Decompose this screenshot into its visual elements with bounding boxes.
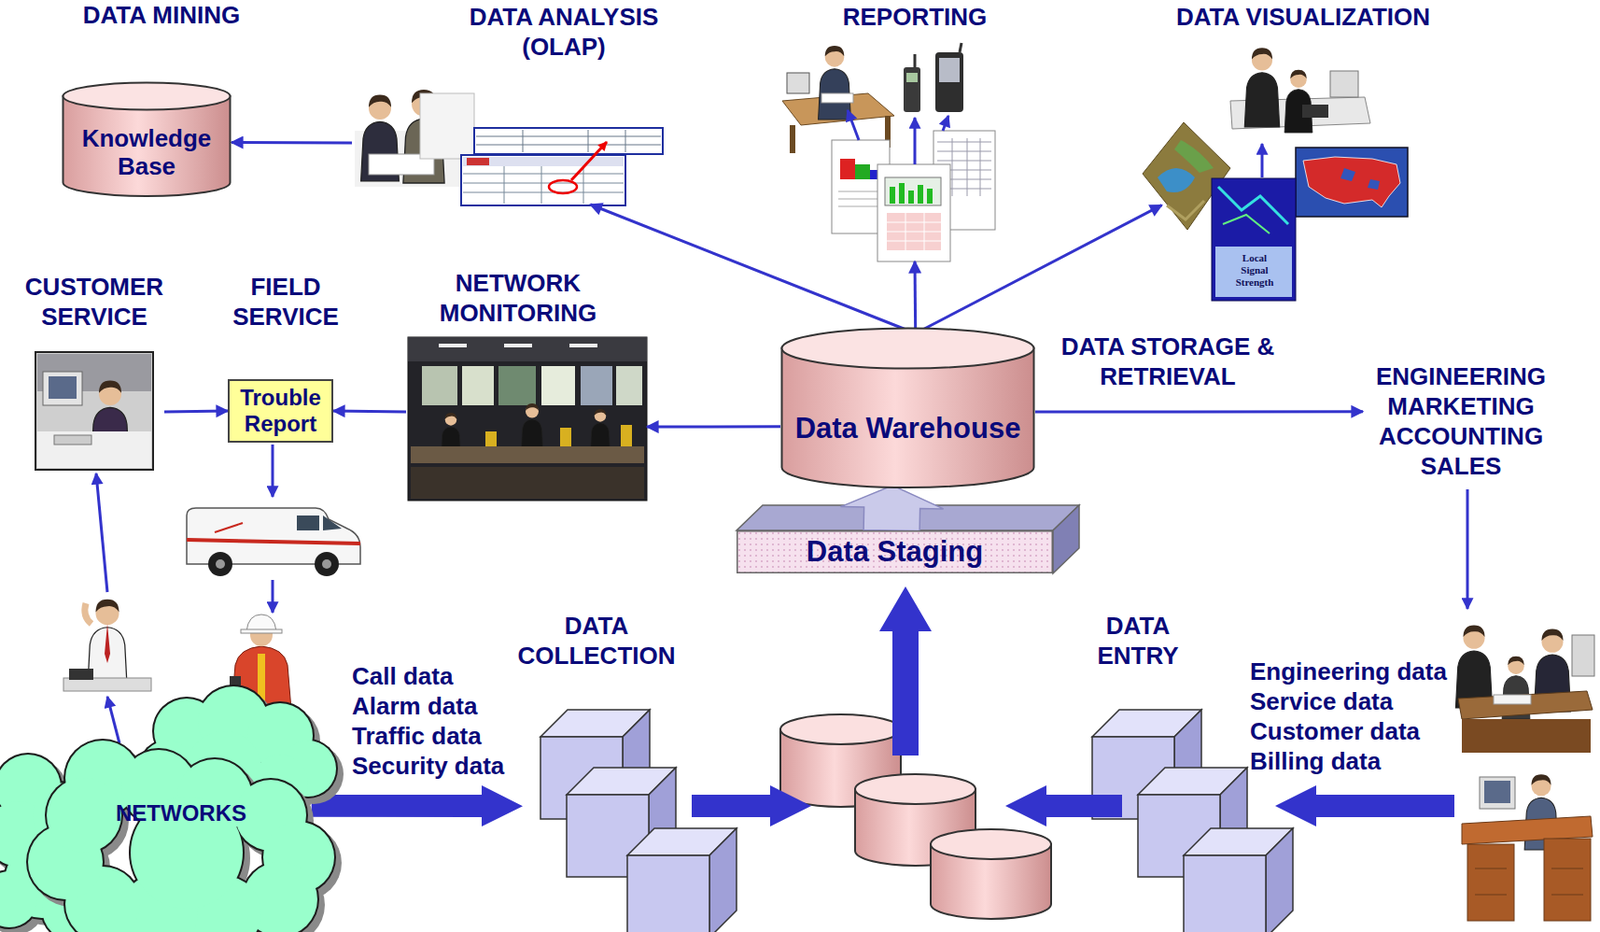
database-cylinder: Knowledge Base (61, 81, 232, 199)
flow-arrow (164, 410, 228, 412)
text-label: Service data (1249, 686, 1451, 716)
text-wrap: Data Warehouse (795, 411, 1022, 446)
visualization-illustration (1142, 47, 1408, 301)
database-cylinder: Data Warehouse (780, 326, 1036, 491)
flow-line-arrows (96, 444, 1468, 744)
label-holder: Engineering data (1249, 656, 1451, 687)
text-label: DATA STORAGE & RETRIEVAL (1060, 331, 1276, 392)
panel-heading: DATA ENTRY (1077, 610, 1199, 671)
label-holder: Security data (351, 750, 558, 781)
illustrated-panel: NETWORK MONITORING (406, 267, 647, 501)
node-text: Knowledge Base (70, 125, 223, 182)
flow-arrow (1035, 409, 1363, 413)
flow-arrow (915, 205, 1163, 334)
flow-arrow (646, 424, 781, 428)
heading-holder: DATA ENTRY (1077, 610, 1199, 671)
network-cloud: NETWORKS (0, 693, 363, 932)
text-label: Local Signal Strength (1230, 252, 1279, 289)
text-label: Billing data (1249, 745, 1451, 776)
heading-holder: DATA ANALYSIS (OLAP) (456, 1, 672, 62)
node-text: Data Warehouse (795, 411, 1022, 446)
department-list: ENGINEERING MARKETING ACCOUNTING SALES (1362, 361, 1559, 481)
text-label: Security data (351, 750, 558, 781)
label-holder: Local Signal Strength (1230, 252, 1279, 289)
panel-heading: CUSTOMER SERVICE (21, 271, 168, 332)
text-wrap: NETWORKS (115, 800, 247, 827)
illustrated-panel: CUSTOMER SERVICE (24, 271, 165, 470)
illustrated-panel: REPORTING (807, 1, 1023, 262)
text-label: Engineering data (1249, 656, 1451, 687)
flow-arrow (311, 785, 523, 827)
heading-holder: DATA VISUALIZATION (1142, 1, 1464, 32)
label-holder: Service data (1249, 686, 1451, 716)
text-wrap: Trouble Report (235, 384, 326, 436)
node-text: NETWORKS (115, 800, 247, 827)
text-label: Traffic data (351, 720, 558, 751)
panel-heading: DATA VISUALIZATION (1142, 1, 1464, 32)
node-text: Data Staging (806, 534, 983, 569)
label-holder: DATA STORAGE & RETRIEVAL (1060, 331, 1276, 392)
panel-heading: REPORTING (807, 1, 1023, 32)
staging-slab: Data Staging (736, 530, 1053, 574)
illustrated-panel: DATA ANALYSIS (OLAP) (351, 1, 666, 205)
label-holder: Traffic data (351, 720, 558, 751)
text-wrap: ENGINEERING MARKETING ACCOUNTING SALES (1362, 361, 1559, 481)
panel-heading: DATA ANALYSIS (OLAP) (456, 1, 672, 62)
label-holder: Call data (351, 660, 558, 691)
network-monitoring-photo (407, 336, 647, 501)
label-holder: Customer data (1249, 715, 1451, 746)
label-holder: Alarm data (351, 690, 558, 721)
illustrated-panel: DATA COLLECTION (522, 610, 737, 932)
text-wrap: Data Staging (806, 534, 983, 569)
heading-holder: CUSTOMER SERVICE (21, 271, 168, 332)
flow-block-arrows (691, 586, 1455, 827)
text-label: Call data (351, 660, 558, 691)
label-holder: FIELD SERVICE (220, 271, 351, 332)
text-label: Customer data (1249, 715, 1451, 746)
flow-arrow (333, 409, 407, 414)
text-wrap: Knowledge Base (70, 125, 223, 182)
olap-illustration (354, 89, 663, 206)
field-service-van (186, 507, 361, 576)
flow-arrow (913, 261, 918, 334)
cylinder-shape (780, 326, 1036, 491)
flow-arrow (841, 485, 944, 532)
flow-arrow (589, 204, 915, 334)
node-text: Trouble Report (235, 384, 326, 436)
office-staff (1455, 624, 1595, 921)
label-holder: Billing data (1249, 745, 1451, 776)
flow-arrow (231, 140, 352, 145)
text-label: DATA MINING (68, 0, 255, 30)
customer-service-photo (35, 351, 154, 470)
heading-holder: REPORTING (807, 1, 1023, 32)
heading-holder: DATA COLLECTION (507, 610, 686, 671)
collection-cubes (540, 709, 737, 932)
reporting-illustration (782, 42, 996, 262)
label-holder: DATA MINING (68, 0, 255, 30)
panel-heading: DATA COLLECTION (507, 610, 686, 671)
heading-holder: NETWORK MONITORING (406, 267, 631, 328)
report-box: Trouble Report (227, 378, 334, 443)
illustrated-panel: DATA VISUALIZATION (1142, 1, 1464, 301)
text-label: Alarm data (351, 690, 558, 721)
text-label: FIELD SERVICE (220, 271, 351, 332)
panel-heading: NETWORK MONITORING (406, 267, 631, 328)
caller-figure (63, 599, 152, 691)
node-text: ENGINEERING MARKETING ACCOUNTING SALES (1362, 361, 1559, 481)
